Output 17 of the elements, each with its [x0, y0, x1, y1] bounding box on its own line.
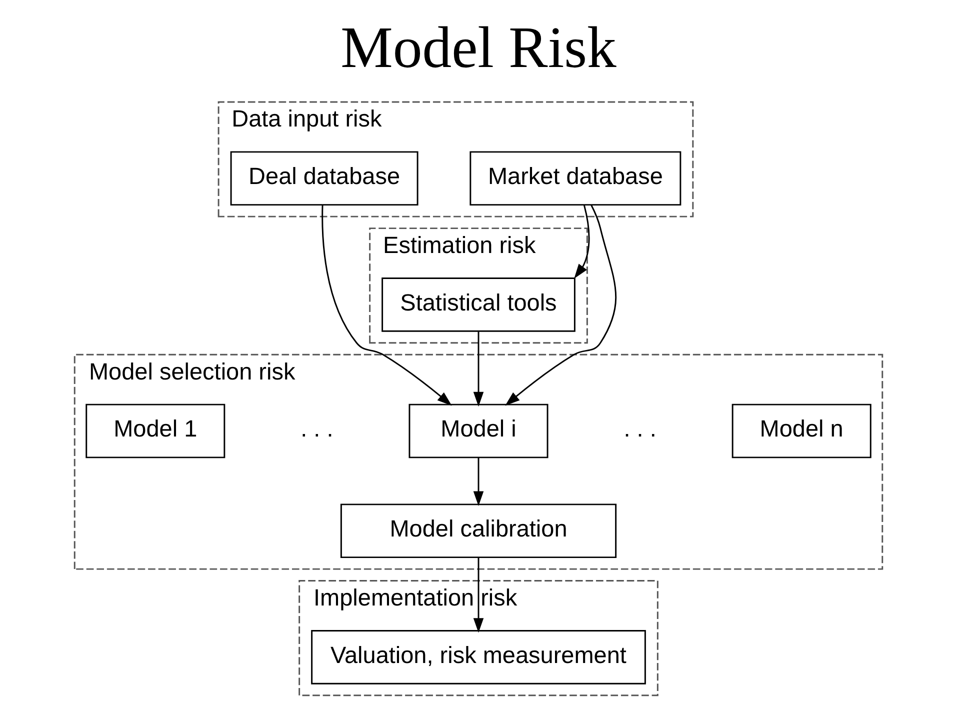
arrow	[472, 558, 484, 633]
node-box: Statistical tools	[381, 278, 575, 332]
arrow	[472, 458, 484, 506]
node-box: Model n	[731, 404, 871, 458]
arrow	[472, 332, 484, 407]
arrow	[574, 204, 590, 279]
node-box: Deal database	[230, 151, 418, 206]
node-box: Valuation, risk measurement	[310, 630, 646, 684]
node-box: Model i	[408, 404, 548, 458]
label: . . .	[300, 416, 333, 442]
node-box: Market database	[469, 151, 681, 206]
arrow	[504, 204, 616, 406]
arrow	[321, 204, 452, 406]
label: . . .	[623, 416, 656, 442]
diagram-title: Model Risk	[340, 14, 616, 80]
node-box: Model 1	[85, 404, 225, 458]
node-box: Model calibration	[340, 504, 616, 558]
